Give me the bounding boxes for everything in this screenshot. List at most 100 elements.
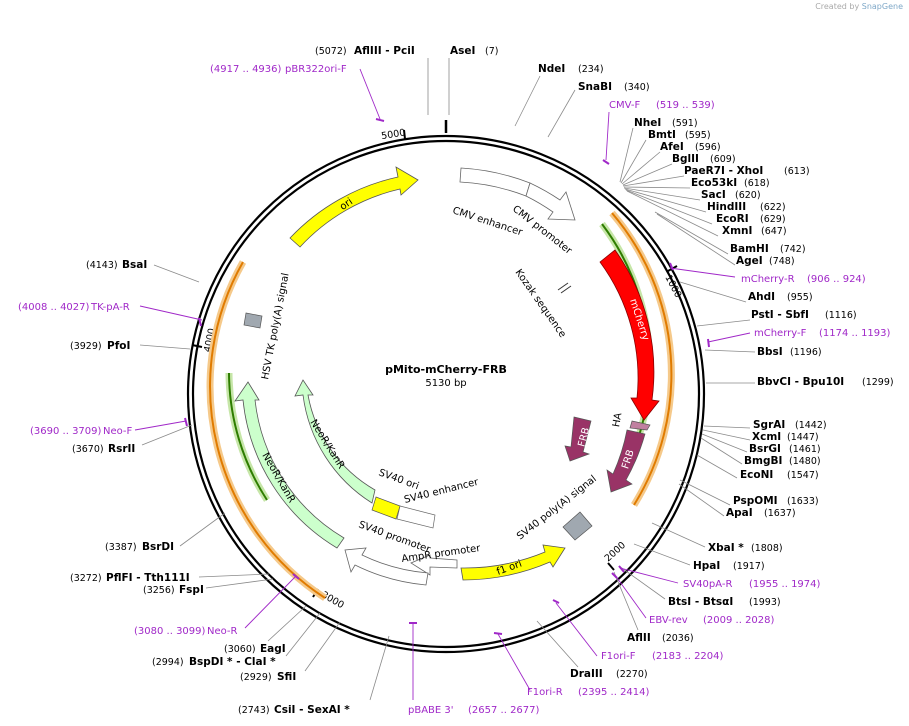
site-csiI-sexAI[interactable]: (2743)CsiI - SexAI * — [238, 704, 350, 716]
site-pfoI[interactable]: (3929)PfoI — [70, 340, 130, 352]
svg-text:SfiI: SfiI — [277, 671, 296, 683]
orf-arcs — [206, 210, 675, 601]
feature-sv40-promoter[interactable]: SV40 promoter — [344, 519, 433, 586]
feature-hsv-tk-polya[interactable]: HSV TK poly(A) signal — [243, 272, 292, 381]
site-fspI[interactable]: (3256)FspI — [143, 584, 204, 596]
site-pstI-sbfI[interactable]: PstI - SbfI(1116) — [751, 309, 857, 321]
svg-text:pBABE 3': pBABE 3' — [408, 705, 454, 716]
site-paer7I-xhoI[interactable]: PaeR7I - XhoI (613) — [684, 165, 810, 177]
site-aseI[interactable]: AseI(7) — [450, 45, 498, 57]
primer-neo-f[interactable]: (3690 .. 3709)Neo-F — [30, 426, 133, 437]
svg-text:(1637): (1637) — [764, 508, 796, 519]
svg-text:Neo-R: Neo-R — [207, 626, 238, 637]
site-bsrDI[interactable]: (3387)BsrDI — [105, 541, 174, 553]
svg-text:(1461): (1461) — [789, 444, 821, 455]
site-sgrAI[interactable]: SgrAI(1442) — [753, 419, 827, 431]
site-sfiI[interactable]: (2929)SfiI — [240, 671, 296, 683]
site-draIII[interactable]: DraIII(2270) — [570, 668, 648, 680]
site-rsrII[interactable]: (3670)RsrII — [72, 443, 135, 455]
svg-text:XmnI: XmnI — [722, 225, 752, 237]
svg-text:AfeI: AfeI — [660, 141, 684, 153]
site-nheI[interactable]: NheI(591) — [634, 117, 698, 129]
site-hindIII[interactable]: HindIII(622) — [707, 201, 786, 213]
site-ageI[interactable]: AgeI(748) — [736, 255, 795, 267]
site-ecoNI[interactable]: EcoNI(1547) — [740, 469, 819, 481]
site-bmtI[interactable]: BmtI(595) — [648, 129, 711, 141]
feature-neor-inner[interactable]: NeoR/KanR — [294, 379, 376, 504]
site-snabI[interactable]: SnaBI(340) — [578, 81, 650, 93]
svg-text:(2009 .. 2028): (2009 .. 2028) — [703, 615, 775, 626]
site-ecoRI[interactable]: EcoRI(629) — [716, 213, 786, 225]
svg-text:BbvCI - Bpu10I: BbvCI - Bpu10I — [757, 376, 844, 388]
feature-cmv-enhancer[interactable]: CMV enhancer — [451, 167, 531, 239]
svg-text:PaeR7I - XhoI: PaeR7I - XhoI — [684, 165, 763, 177]
svg-text:(4917 .. 4936): (4917 .. 4936) — [210, 64, 282, 75]
site-btsI-btsalphaI[interactable]: BtsI - BtsαI(1993) — [668, 596, 781, 608]
site-hpaI[interactable]: HpaI(1917) — [693, 560, 765, 572]
primer-leader-lines — [134, 68, 751, 700]
site-bglII[interactable]: BglII(609) — [672, 153, 736, 165]
feature-ori[interactable]: ori — [289, 166, 419, 248]
feature-frb-1[interactable]: FRB — [564, 416, 592, 462]
primer-f1ori-f[interactable]: F1ori-F(2183 .. 2204) — [601, 651, 724, 662]
svg-text:XcmI: XcmI — [752, 431, 781, 443]
svg-text:EcoRI: EcoRI — [716, 213, 749, 225]
svg-text:(1174 .. 1193): (1174 .. 1193) — [819, 328, 891, 339]
tick-2000: 2000 — [603, 540, 628, 564]
svg-text:(3272): (3272) — [70, 573, 102, 584]
site-xmnI[interactable]: XmnI(647) — [722, 225, 787, 237]
feature-kozak[interactable]: Kozak sequence — [513, 267, 572, 340]
primer-mcherry-f[interactable]: mCherry-F(1174 .. 1193) — [754, 328, 891, 339]
svg-text:(613): (613) — [784, 166, 810, 177]
site-apaI[interactable]: ApaI (1637) — [726, 507, 796, 519]
site-bsrGI[interactable]: BsrGI(1461) — [749, 443, 821, 455]
site-xbaI[interactable]: XbaI *(1808) — [708, 542, 783, 554]
primer-sv40pa-r[interactable]: SV40pA-R(1955 .. 1974) — [683, 579, 821, 590]
site-aflIII-pciI[interactable]: (5072)AflIII - PciI — [315, 45, 415, 57]
svg-text:ApaI: ApaI — [726, 507, 753, 519]
site-sacI[interactable]: SacI(620) — [701, 189, 761, 201]
plasmid-size: 5130 bp — [425, 378, 466, 389]
svg-text:NheI: NheI — [634, 117, 661, 129]
site-bsaI[interactable]: (4143)BsaI — [86, 259, 147, 271]
svg-text:HindIII: HindIII — [707, 201, 746, 213]
feature-ha[interactable]: HA — [611, 412, 651, 431]
site-bbsI[interactable]: BbsI(1196) — [757, 346, 822, 358]
site-bamHI[interactable]: BamHI(742) — [730, 243, 806, 255]
primer-pbabe-3[interactable]: pBABE 3'(2657 .. 2677) — [408, 705, 540, 716]
svg-text:(906 .. 924): (906 .. 924) — [807, 274, 866, 285]
svg-text:(1993): (1993) — [749, 597, 781, 608]
site-eco53kI[interactable]: Eco53kI(618) — [691, 177, 770, 189]
site-bmgBI[interactable]: BmgBI(1480) — [744, 455, 821, 467]
svg-text:(3929): (3929) — [70, 341, 102, 352]
site-ndeI[interactable]: NdeI(234) — [538, 63, 604, 75]
svg-text:F1ori-R: F1ori-R — [527, 687, 563, 698]
svg-text:PstI - SbfI: PstI - SbfI — [751, 309, 809, 321]
feature-frb-2[interactable]: FRB — [606, 429, 646, 493]
svg-text:(5072): (5072) — [315, 46, 347, 57]
site-aflII[interactable]: AflII(2036) — [627, 632, 694, 644]
primer-tk-pa-r[interactable]: (4008 .. 4027)TK-pA-R — [18, 302, 130, 313]
site-ahdI[interactable]: AhdI(955) — [748, 291, 813, 303]
site-bspDI-claI[interactable]: (2994)BspDI * - ClaI * — [152, 656, 276, 668]
site-eagI[interactable]: (3060)EagI — [224, 643, 286, 655]
svg-text:(2743): (2743) — [238, 705, 270, 716]
primer-neo-r[interactable]: (3080 .. 3099)Neo-R — [134, 626, 238, 637]
tick-5000: 5000 — [381, 127, 407, 142]
primer-cmv-f[interactable]: CMV-F(519 .. 539) — [609, 100, 715, 111]
feature-sv40-polya[interactable]: SV40 poly(A) signal — [515, 474, 599, 543]
site-bbvCI-bpu10I[interactable]: BbvCI - Bpu10I(1299) — [757, 376, 894, 388]
primer-ebv-rev[interactable]: EBV-rev(2009 .. 2028) — [649, 615, 775, 626]
svg-text:DraIII: DraIII — [570, 668, 603, 680]
primer-pbr322ori-f[interactable]: (4917 .. 4936)pBR322ori-F — [210, 64, 347, 75]
primer-mcherry-r[interactable]: mCherry-R(906 .. 924) — [741, 274, 866, 285]
site-xcmI[interactable]: XcmI(1447) — [752, 431, 819, 443]
site-pspOMI[interactable]: PspOMI(1633) — [733, 495, 819, 507]
svg-text:(519 .. 539): (519 .. 539) — [656, 100, 715, 111]
svg-text:BamHI: BamHI — [730, 243, 769, 255]
svg-text:BmtI: BmtI — [648, 129, 676, 141]
site-pflFI-tth111I[interactable]: (3272)PflFI - Tth111I — [70, 572, 190, 584]
svg-text:(1196): (1196) — [790, 347, 822, 358]
primer-f1ori-r[interactable]: F1ori-R(2395 .. 2414) — [527, 687, 650, 698]
site-afeI[interactable]: AfeI(596) — [660, 141, 721, 153]
